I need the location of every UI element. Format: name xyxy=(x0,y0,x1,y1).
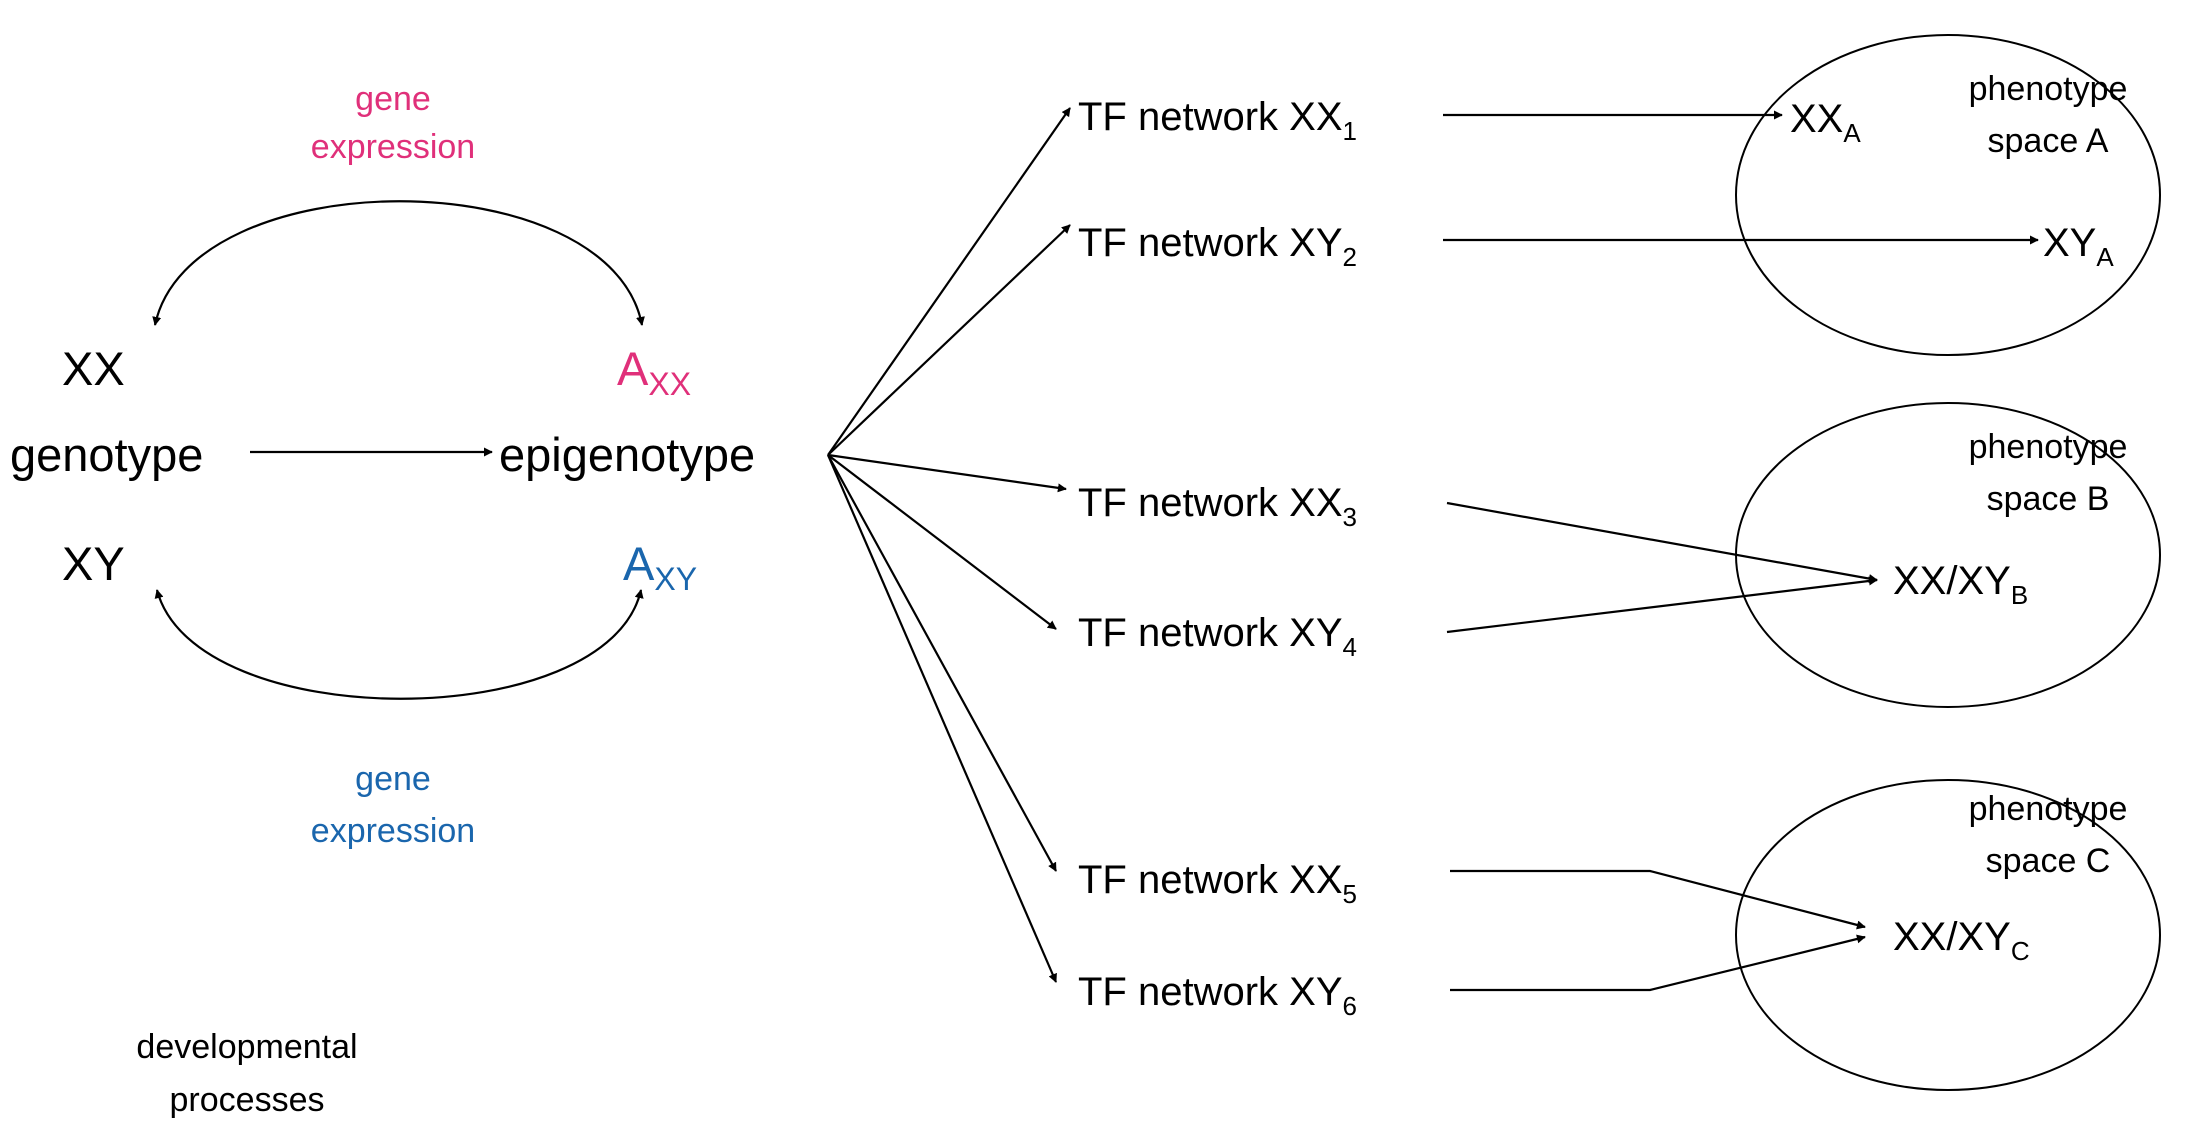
tf-network-1-prefix: TF network xyxy=(1078,95,1289,139)
tf-network-4-prefix: TF network xyxy=(1078,611,1289,655)
arrow-net4-to-xxxy-b xyxy=(1446,576,1878,634)
tf-network-5: TF network XX5 xyxy=(1078,858,1357,909)
tf-network-6-prefix: TF network xyxy=(1078,970,1289,1014)
xx-label: XX xyxy=(62,342,125,395)
arrow-net5-to-xxxy-c xyxy=(1450,869,1866,930)
outcome-xy-a-base: XY xyxy=(2043,221,2096,265)
fan-arrow-3 xyxy=(827,453,1067,493)
outcome-xy-a-sub: A xyxy=(2096,242,2114,272)
tf-network-4-name: XY xyxy=(1289,611,1342,655)
tf-network-3: TF network XX3 xyxy=(1078,481,1357,532)
tf-network-2: TF network XY2 xyxy=(1078,221,1357,272)
gene-expression-top-line2: expression xyxy=(311,128,475,166)
phenotype-space-b-line1: phenotype xyxy=(1969,428,2128,466)
a-xy-label: AXY xyxy=(623,537,697,597)
outcome-xy-a: XYA xyxy=(2043,221,2114,272)
genotype-label: genotype xyxy=(10,428,203,481)
gene-expression-bottom-line1: gene xyxy=(355,760,431,798)
developmental-label-line2: processes xyxy=(170,1081,325,1119)
arrow-net6-to-xxxy-c xyxy=(1450,934,1866,992)
phenotype-space-b-line2: space B xyxy=(1987,480,2110,518)
tf-network-1-sub: 1 xyxy=(1343,116,1357,146)
tf-network-6-name: XY xyxy=(1289,970,1342,1014)
tf-network-1-name: XX xyxy=(1289,95,1342,139)
a-xx-base: A xyxy=(617,342,649,395)
fan-arrow-6 xyxy=(826,454,1058,983)
tf-network-1: TF network XX1 xyxy=(1078,95,1357,146)
fan-arrow-2 xyxy=(827,224,1071,456)
phenotype-space-a-ellipse xyxy=(1735,34,2161,356)
outcome-xx-a: XXA xyxy=(1790,97,1861,148)
developmental-label-line1: developmental xyxy=(136,1028,357,1066)
tf-network-2-name: XY xyxy=(1289,221,1342,265)
tf-network-2-sub: 2 xyxy=(1343,242,1357,272)
gene-expression-bottom-line2: expression xyxy=(311,812,475,850)
a-xy-sub: XY xyxy=(654,561,697,597)
xy-label: XY xyxy=(62,537,125,590)
outcome-xxxy-c-sub: C xyxy=(2011,936,2030,966)
tf-network-2-prefix: TF network xyxy=(1078,221,1289,265)
gene-expression-bottom-arc xyxy=(154,589,644,700)
tf-network-6: TF network XY6 xyxy=(1078,970,1357,1021)
tf-network-5-name: XX xyxy=(1289,858,1342,902)
fan-arrow-4 xyxy=(827,454,1057,630)
fan-arrow-5 xyxy=(827,454,1057,872)
epigenotype-label: epigenotype xyxy=(499,428,755,481)
outcome-xx-a-base: XX xyxy=(1790,97,1843,141)
gene-expression-top-line1: gene xyxy=(355,80,431,118)
phenotype-space-c-line1: phenotype xyxy=(1969,790,2128,828)
gene-expression-top-arc xyxy=(152,200,645,326)
tf-network-3-prefix: TF network xyxy=(1078,481,1289,525)
fan-arrow-1 xyxy=(827,107,1071,456)
outcome-xxxy-b-base: XX/XY xyxy=(1893,559,2011,603)
tf-network-5-sub: 5 xyxy=(1343,879,1357,909)
tf-network-6-sub: 6 xyxy=(1343,991,1357,1021)
a-xy-base: A xyxy=(623,537,655,590)
tf-network-5-prefix: TF network xyxy=(1078,858,1289,902)
outcome-xxxy-b-sub: B xyxy=(2011,580,2028,610)
tf-network-3-sub: 3 xyxy=(1343,502,1357,532)
arrow-net3-to-xxxy-b xyxy=(1446,501,1878,584)
outcome-xxxy-b: XX/XYB xyxy=(1893,559,2028,610)
phenotype-space-a-line2: space A xyxy=(1988,122,2109,160)
outcome-xx-a-sub: A xyxy=(1843,118,1861,148)
outcome-xxxy-c-base: XX/XY xyxy=(1893,915,2011,959)
phenotype-space-c-ellipse xyxy=(1735,779,2161,1091)
tf-network-3-name: XX xyxy=(1289,481,1342,525)
phenotype-space-c-line2: space C xyxy=(1986,842,2111,880)
tf-network-4-sub: 4 xyxy=(1343,632,1357,662)
tf-network-4: TF network XY4 xyxy=(1078,611,1357,662)
phenotype-space-a-line1: phenotype xyxy=(1969,70,2128,108)
a-xx-label: AXX xyxy=(617,342,691,402)
a-xx-sub: XX xyxy=(648,366,691,402)
outcome-xxxy-c: XX/XYC xyxy=(1893,915,2030,966)
